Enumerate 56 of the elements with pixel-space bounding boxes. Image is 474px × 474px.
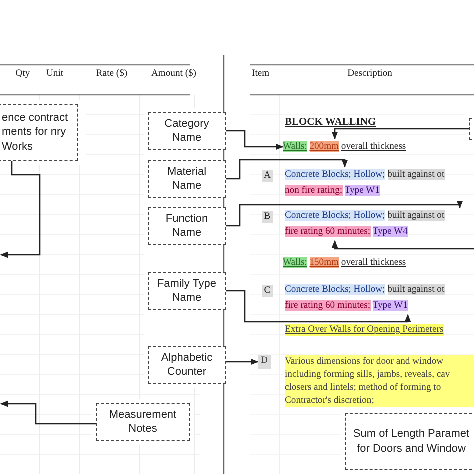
callout-text: Family Type Name	[156, 276, 218, 306]
highlighted-text: Concrete Blocks; Hollow;	[285, 210, 386, 221]
column-header: Amount ($)	[150, 68, 198, 80]
highlighted-text: Concrete Blocks; Hollow;	[285, 169, 386, 180]
dashed-box	[0, 104, 78, 161]
callout-text: Sum of Length Paramet for Doors and Window	[353, 427, 470, 456]
dashed-box	[148, 346, 226, 384]
item-letter: C	[262, 285, 273, 296]
highlighted-text: 200mm	[310, 141, 340, 152]
heading-text: BLOCK WALLING	[285, 117, 376, 130]
highlighted-text: Walls:	[283, 141, 308, 152]
callout-text: Function Name	[164, 212, 210, 240]
item-letter: D	[258, 355, 271, 369]
dashed-box	[148, 207, 226, 245]
column-header: Item	[252, 68, 270, 80]
arrow	[226, 290, 412, 323]
highlighted-text: Extra Over Walls for Opening Perimeters	[285, 324, 444, 336]
column-header: Unit	[45, 68, 65, 80]
arrow	[226, 200, 464, 227]
highlighted-text: non fire rating;	[285, 185, 343, 196]
item-letter: B	[262, 211, 273, 222]
callout-text: ence contract ments for nry Works	[2, 111, 70, 154]
callout-text: Measurement Notes	[108, 408, 178, 436]
highlighted-text: Type W4	[372, 226, 408, 237]
column-header: Qty	[14, 68, 32, 80]
highlighted-text: fire rating 60 minutes;	[285, 300, 371, 311]
dashed-box	[96, 403, 190, 441]
arrow	[0, 400, 96, 425]
arrow	[0, 161, 41, 258]
column-header: Description	[346, 68, 394, 80]
description-text: Various dimensions for door and window including forming sills, jambs, reveals, cav closers and lintels; method of forming to Contractor's discretion;	[285, 355, 474, 407]
arrow	[332, 240, 474, 250]
highlighted-text: Concrete Blocks; Hollow;	[285, 284, 386, 295]
dashed-box	[345, 413, 474, 470]
description-text: overall thickness	[341, 257, 406, 268]
dashed-box	[148, 112, 226, 150]
item-letter: A	[262, 170, 273, 182]
highlighted-text: Walls:	[283, 257, 308, 268]
highlighted-text: Type W1	[372, 300, 408, 311]
arrow	[226, 130, 284, 150]
highlighted-text: fire rating 60 minutes;	[285, 226, 371, 237]
column-header: Rate ($)	[95, 68, 129, 80]
dashed-box	[148, 272, 226, 310]
arrow	[226, 358, 259, 366]
description-text: overall thickness	[341, 141, 406, 152]
dashed-box	[148, 160, 226, 198]
highlighted-text: 150mm	[310, 257, 340, 268]
highlighted-text: built against ot	[388, 284, 445, 295]
callout-text: Material Name	[166, 164, 208, 194]
highlighted-text: Type W1	[344, 185, 380, 196]
highlighted-text: built against ot	[388, 210, 445, 221]
arrow	[226, 159, 348, 180]
callout-text: Alphabetic Counter	[160, 350, 214, 380]
callout-text: Category Name	[164, 116, 210, 146]
arrow	[332, 128, 469, 140]
highlighted-text: built against ot	[388, 169, 445, 180]
